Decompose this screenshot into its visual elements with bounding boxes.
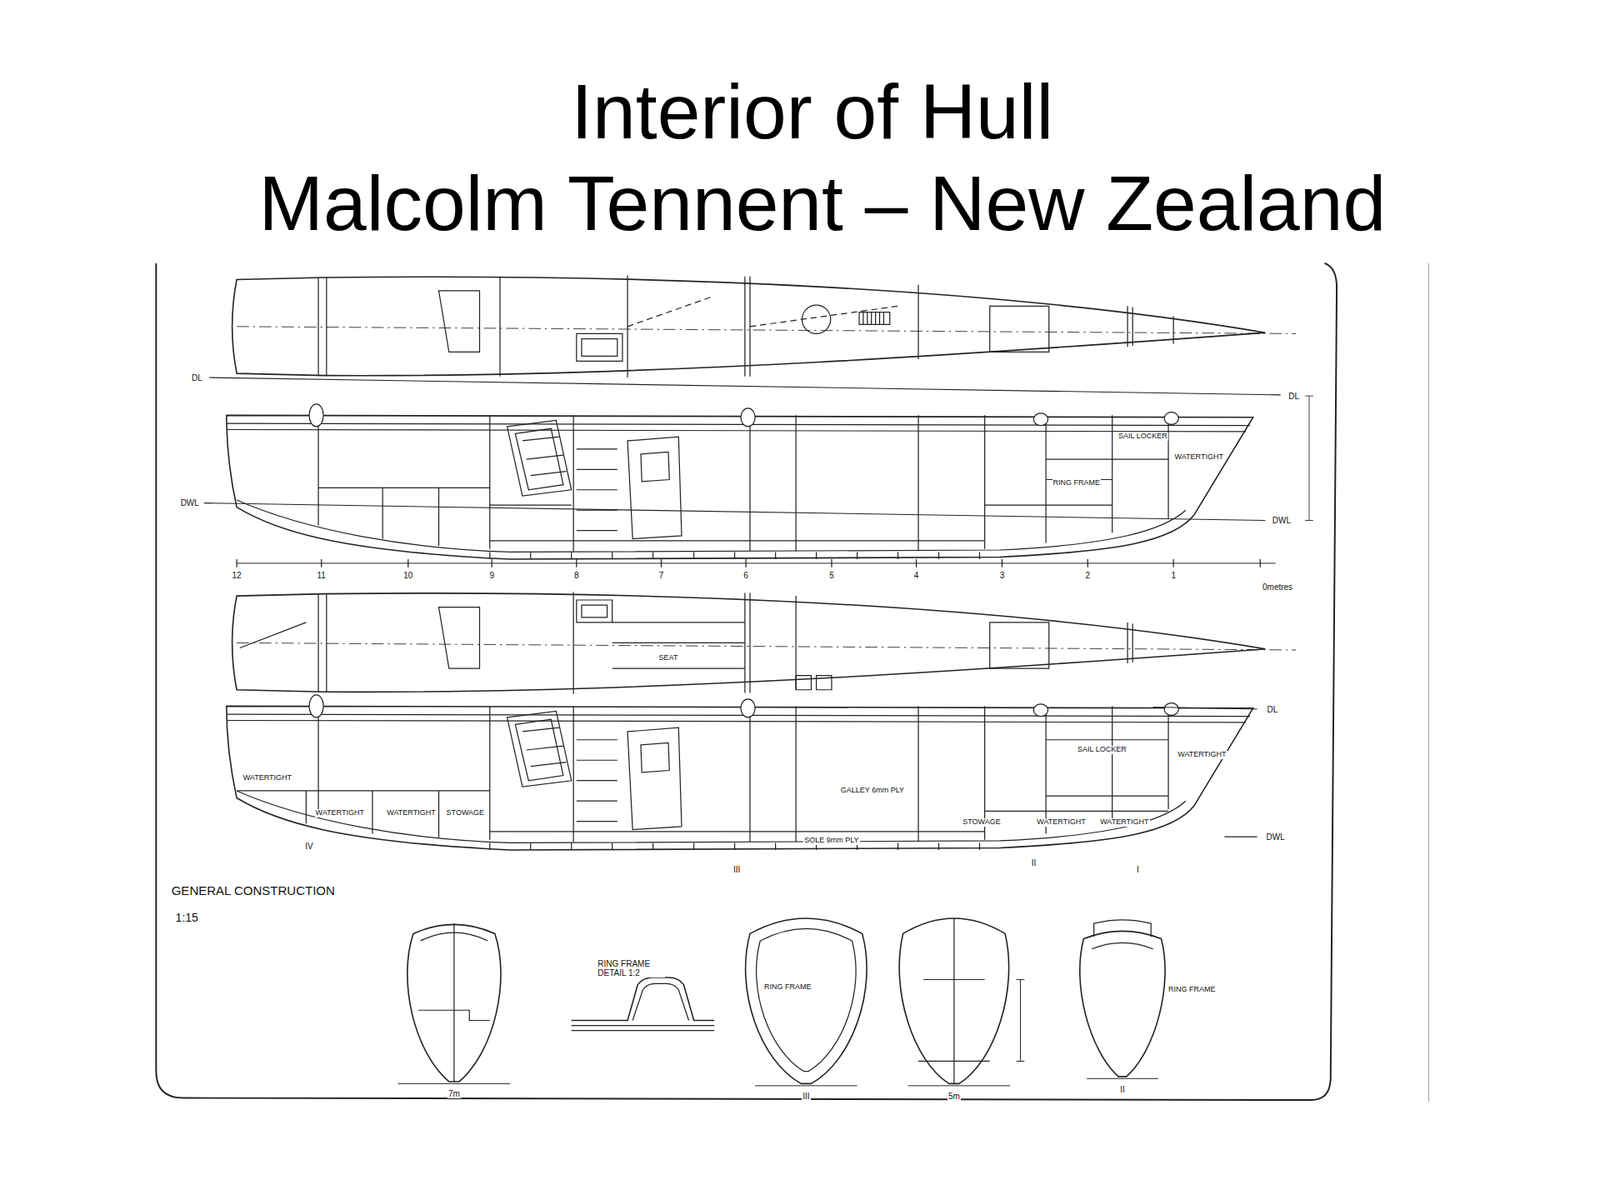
drawing-label: DL <box>1266 705 1280 715</box>
drawing-label: SAIL LOCKER <box>1076 745 1128 755</box>
drawing-label: 8 <box>573 570 580 580</box>
drawing-label: III <box>801 1091 810 1101</box>
plan-view-top <box>232 275 1297 378</box>
drawing-label: STOWAGE <box>961 818 1002 827</box>
drawing-label: II <box>1030 858 1038 868</box>
drawing-label: RING FRAME DETAIL 1:2 <box>596 959 665 978</box>
drawing-label: WATERTIGHT <box>1099 818 1150 827</box>
drawing-label: WATERTIGHT <box>1174 453 1225 462</box>
drawing-label: I <box>1135 865 1140 875</box>
drawing-label: STOWAGE <box>445 809 486 818</box>
drawing-label: 2 <box>1085 570 1092 580</box>
section-II <box>1080 920 1165 1079</box>
drawing-label: 5m <box>947 1091 961 1101</box>
drawing-label: WATERTIGHT <box>1035 818 1086 827</box>
drawing-label: II <box>1119 1085 1126 1095</box>
drawing-label: 1 <box>1170 570 1177 580</box>
section-III <box>745 918 867 1086</box>
sheet-frame <box>155 263 1429 1103</box>
drawing-label: RING FRAME <box>1052 479 1102 488</box>
drawing-label: 7 <box>658 570 665 580</box>
drawing-label: DL <box>1287 391 1300 401</box>
drawing-label: III <box>732 865 741 875</box>
profile-view-lower <box>226 695 1254 850</box>
profile-view-top <box>204 377 1314 568</box>
drawing-label: SAIL LOCKER <box>1117 432 1169 441</box>
drawing-label: WATERTIGHT <box>385 809 436 818</box>
drawing-label: 7m <box>447 1089 461 1099</box>
drawing-label: WATERTIGHT <box>1176 750 1227 760</box>
datum-line <box>1153 707 1258 838</box>
drawing-label: 1:15 <box>175 911 199 925</box>
plan-view-lower <box>232 591 1297 694</box>
drawing-label: DWL <box>1265 832 1285 842</box>
section-7m <box>398 923 511 1084</box>
drawing-label: DL <box>190 373 204 383</box>
drawing-label: RING FRAME <box>1167 985 1217 995</box>
ring-frame-detail <box>571 977 715 1031</box>
drawing-label: 12 <box>231 570 243 580</box>
drawing-label: WATERTIGHT <box>242 774 293 783</box>
drawing-label: 0metres <box>1261 582 1294 592</box>
drawing-label: 9 <box>488 570 495 580</box>
drawing-label: DWL <box>180 498 200 508</box>
drawing-label: GENERAL CONSTRUCTION <box>171 884 335 899</box>
drawing-label: SOLE 9mm PLY <box>803 836 860 845</box>
drawing-label: IV <box>304 841 314 851</box>
drawing-label: WATERTIGHT <box>315 809 365 818</box>
drawing-label: 4 <box>913 570 920 580</box>
drawing-label: 6 <box>742 570 750 580</box>
page-title: Malcolm Tennent – New Zealand <box>259 163 1387 245</box>
drawing-label: SEAT <box>658 654 680 663</box>
drawing-label: 10 <box>402 570 414 580</box>
section-5m <box>899 918 1025 1086</box>
drawing-label: GALLEY 6mm PLY <box>840 786 905 795</box>
drawing-label: DWL <box>1271 515 1292 525</box>
drawing-label: 11 <box>316 570 327 580</box>
drawing-label: 3 <box>999 570 1006 580</box>
drawing-label: 5 <box>828 570 835 580</box>
drawing-label: RING FRAME <box>763 983 813 992</box>
page-title: Interior of Hull <box>570 71 1054 154</box>
